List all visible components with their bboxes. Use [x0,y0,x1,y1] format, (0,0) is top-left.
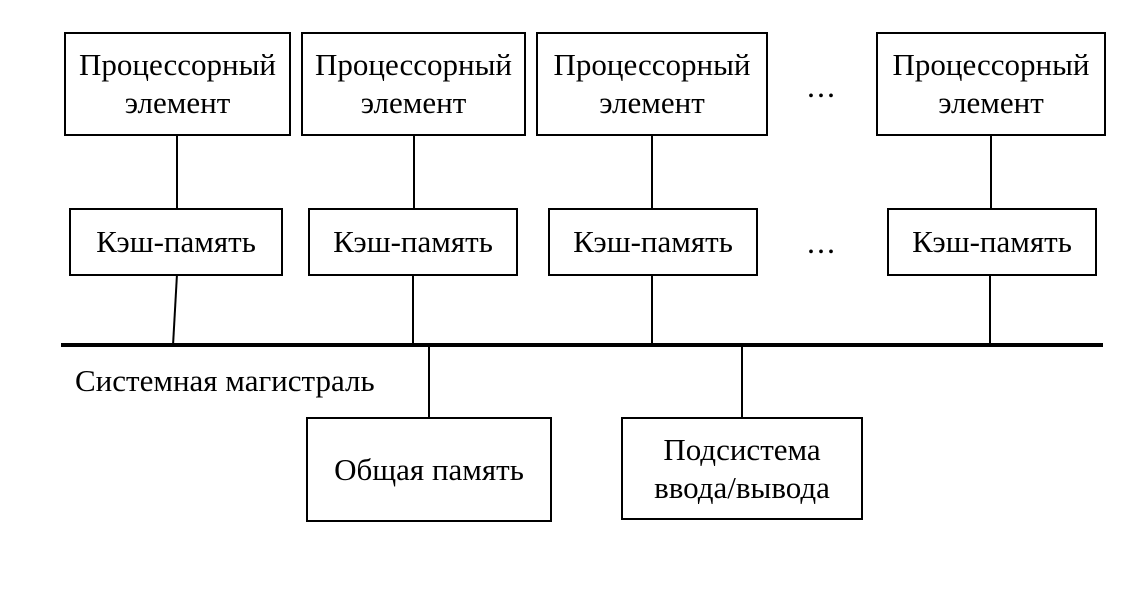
connector-pe2-cache2 [413,135,415,209]
processor-element-box-1: Процессорный элемент [64,32,291,136]
cache-memory-box-1: Кэш-память [69,208,283,276]
system-bus-label: Системная магистраль [75,363,375,398]
processor-element-box-3: Процессорный элемент [536,32,768,136]
system-bus-line [61,343,1103,347]
connector-cache1-bus [172,273,178,345]
io-subsystem-label: Подсистема ввода/вывода [654,431,830,505]
cache-memory-label-1: Кэш-память [96,224,256,259]
processor-element-label-3: Процессорный элемент [553,47,751,120]
processor-element-box-2: Процессорный элемент [301,32,526,136]
connector-cache4-bus [989,274,991,345]
io-subsystem-box: Подсистема ввода/вывода [621,417,863,520]
processor-element-label-2: Процессорный элемент [314,47,513,120]
ellipsis-processors: ... [807,68,837,104]
connector-pe3-cache3 [651,135,653,209]
ellipsis-caches: ... [807,224,837,260]
cache-memory-box-4: Кэш-память [887,208,1097,276]
connector-cache3-bus [651,274,653,345]
connector-bus-shared-memory [428,345,430,418]
processor-element-label-4: Процессорный элемент [892,47,1090,120]
cache-memory-box-3: Кэш-память [548,208,758,276]
processor-element-box-4: Процессорный элемент [876,32,1106,136]
connector-cache2-bus [412,274,414,345]
cache-memory-label-3: Кэш-память [573,224,733,259]
shared-memory-box: Общая память [306,417,552,522]
connector-pe1-cache1 [176,135,178,209]
connector-bus-io-subsystem [741,345,743,418]
processor-element-label-1: Процессорный элемент [78,47,277,120]
cache-memory-label-2: Кэш-память [333,224,493,259]
cache-memory-label-4: Кэш-память [912,224,1072,259]
shared-memory-label: Общая память [334,451,524,487]
cache-memory-box-2: Кэш-память [308,208,518,276]
connector-pe4-cache4 [990,134,992,209]
